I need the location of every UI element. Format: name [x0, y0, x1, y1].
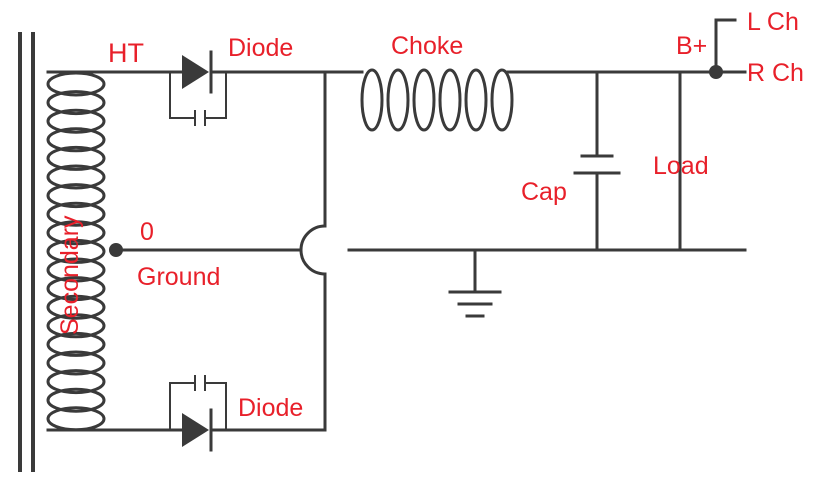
secondary-winding-loop [46, 90, 106, 116]
secondary-label: Secondary [56, 215, 84, 335]
secondary-winding-loop [46, 294, 106, 320]
diode-top-label: Diode [228, 34, 293, 62]
secondary-winding-loop [46, 238, 106, 264]
ground-return-wire [109, 243, 747, 257]
ground-label: Ground [137, 263, 220, 291]
transformer-core [18, 32, 35, 472]
r-ch-label: R Ch [747, 59, 804, 87]
secondary-winding-loop [46, 108, 106, 134]
ground-symbol [448, 248, 502, 318]
secondary-winding-loop [46, 201, 106, 227]
choke-coil-loop [386, 68, 410, 132]
choke-coil-loop [438, 68, 462, 132]
choke-coil-loop [464, 68, 488, 132]
capacitor-symbol [573, 70, 621, 252]
bplus-rail [506, 18, 747, 79]
secondary-winding-loop [46, 369, 106, 395]
secondary-winding-loop [46, 257, 106, 283]
choke-coil-loop [412, 68, 436, 132]
l-ch-label: L Ch [747, 8, 799, 36]
secondary-winding-loop [46, 127, 106, 153]
secondary-winding-loop [46, 331, 106, 357]
combining-wire [299, 70, 327, 432]
bplus-label: B+ [676, 32, 707, 60]
secondary-winding-loop [46, 313, 106, 339]
bottom-diode-symbol [168, 375, 228, 452]
secondary-winding-loop [46, 183, 106, 209]
cap-label: Cap [521, 178, 567, 206]
ht-label: HT [108, 38, 144, 68]
secondary-winding-loop [46, 350, 106, 376]
secondary-winding-loop [46, 387, 106, 413]
load-label: Load [653, 152, 709, 180]
secondary-winding-loop [46, 276, 106, 302]
zero-label: 0 [140, 218, 154, 246]
top-diode-symbol [168, 50, 228, 126]
secondary-winding-loop [46, 220, 106, 246]
diode-bottom-label: Diode [238, 394, 303, 422]
secondary-winding-loop [46, 164, 106, 190]
choke-coil-loop [360, 68, 384, 132]
choke-coil [360, 68, 514, 132]
secondary-winding [46, 71, 106, 432]
secondary-winding-loop [46, 145, 106, 171]
choke-coil-loop [490, 68, 514, 132]
choke-label: Choke [391, 32, 463, 60]
